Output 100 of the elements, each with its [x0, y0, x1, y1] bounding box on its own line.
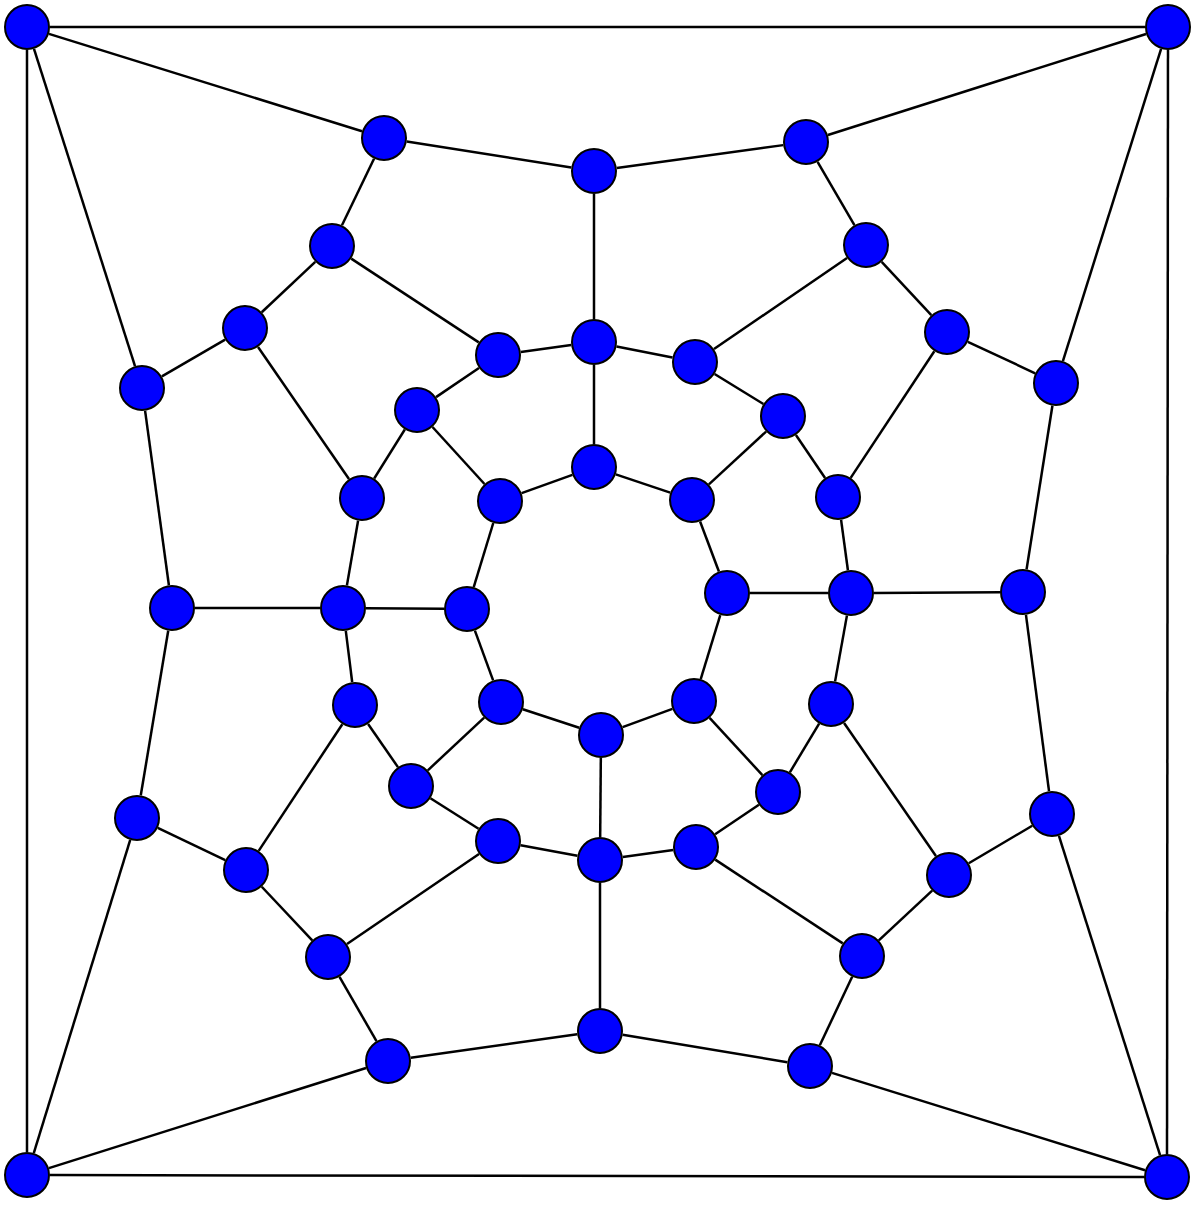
graph-edge [1061, 48, 1163, 362]
graph-edge [833, 615, 849, 682]
graph-edge [25, 50, 29, 1152]
graph-edge [429, 797, 480, 830]
graph-vertex [808, 681, 854, 727]
graph-edge [143, 410, 171, 586]
graph-edge [366, 606, 444, 611]
graph-vertex [571, 148, 617, 194]
graph-vertex [924, 309, 970, 355]
graph-vertex [4, 4, 50, 50]
graph-edge [473, 630, 495, 681]
graph-edge [139, 630, 170, 796]
graph-edge [616, 143, 784, 170]
graph-edge [598, 758, 603, 838]
graph-edge [880, 261, 933, 317]
graph-edge [157, 826, 226, 862]
graph-vertex [119, 365, 165, 411]
graph-vertex [320, 585, 366, 631]
graph-vertex [114, 795, 160, 841]
graph-vertex [478, 679, 524, 725]
graph-edge [622, 1033, 788, 1064]
graph-vertex [577, 1008, 623, 1054]
graph-edge [195, 606, 320, 610]
graph-vertex [475, 332, 521, 378]
graph-edge [161, 338, 226, 378]
graph-edge [520, 844, 578, 858]
graph-vertex [828, 570, 874, 616]
graph-vertex [815, 474, 861, 520]
graph-vertex [149, 585, 195, 631]
graph-vertex [787, 1043, 833, 1089]
graph-edge [1025, 405, 1054, 570]
graph-edge [967, 340, 1036, 375]
graph-edge [338, 976, 378, 1042]
graph-edge [616, 345, 673, 359]
graph-vertex [222, 305, 268, 351]
graph-edge [260, 885, 314, 942]
graph-edge [622, 848, 674, 859]
graph-edge [410, 1033, 578, 1060]
graph-edge [843, 722, 937, 857]
graph-edge [714, 803, 760, 836]
graph-vertex [843, 222, 889, 268]
graph-vertex [1033, 360, 1079, 406]
graph-edge [968, 824, 1033, 865]
graph-edge [257, 346, 350, 480]
graph-vertex [4, 1152, 50, 1198]
graph-edge [714, 858, 844, 945]
graph-vertex [1145, 4, 1191, 50]
graph-edge [750, 591, 828, 595]
graph-edge [831, 1071, 1146, 1172]
graph-edge [522, 708, 580, 729]
graph-vertex [444, 586, 490, 632]
graph-vertex [332, 682, 378, 728]
graph-vertex [361, 115, 407, 161]
graph-vertex [926, 852, 972, 898]
graph-vertex [760, 393, 806, 439]
graph-vertex [673, 824, 719, 870]
graph-edge [794, 434, 827, 479]
graph-vertex [571, 444, 617, 490]
graph-edge [592, 365, 596, 444]
graph-edge [849, 350, 936, 479]
graph-edge [344, 630, 354, 683]
graph-vertex [755, 769, 801, 815]
graph-edge [32, 839, 132, 1154]
graph-edge [260, 260, 317, 314]
graph-vertex [365, 1038, 411, 1084]
graph-vertex [1000, 569, 1046, 615]
graph-edge [431, 426, 486, 485]
graph-edge [48, 32, 363, 133]
graph-edge [598, 883, 602, 1008]
graph-vertex [477, 478, 523, 524]
graph-edge [713, 372, 765, 406]
graph-vertex [223, 847, 269, 893]
graph-edge [50, 25, 1145, 29]
graph-edge [827, 32, 1147, 137]
graph-vertex [704, 570, 750, 616]
graph-edge [874, 590, 1000, 595]
graph-edge [48, 1066, 367, 1170]
graph-vertex [578, 712, 624, 758]
graph-edge [622, 707, 673, 729]
graph-edge [472, 522, 495, 588]
graph-edge [373, 428, 406, 480]
graph-edge [592, 194, 596, 319]
graph-vertex [388, 763, 434, 809]
graph-edge [818, 976, 854, 1046]
graph-edge [615, 473, 671, 494]
graph-edge [426, 716, 486, 772]
graph-vertex [305, 934, 351, 980]
graph-edge [698, 521, 721, 572]
graph-vertex [571, 319, 617, 365]
graph-edge [32, 48, 137, 367]
graph-edge [1057, 835, 1162, 1156]
graph-edge [350, 257, 480, 344]
graph-vertex [339, 475, 385, 521]
graph-edge [367, 723, 399, 768]
graph-vertex [309, 223, 355, 269]
graph-edge [816, 161, 856, 226]
graph-edge [708, 717, 764, 776]
graph-vertex [577, 837, 623, 883]
graph-edge [345, 520, 360, 586]
graph-vertex [1144, 1154, 1190, 1200]
